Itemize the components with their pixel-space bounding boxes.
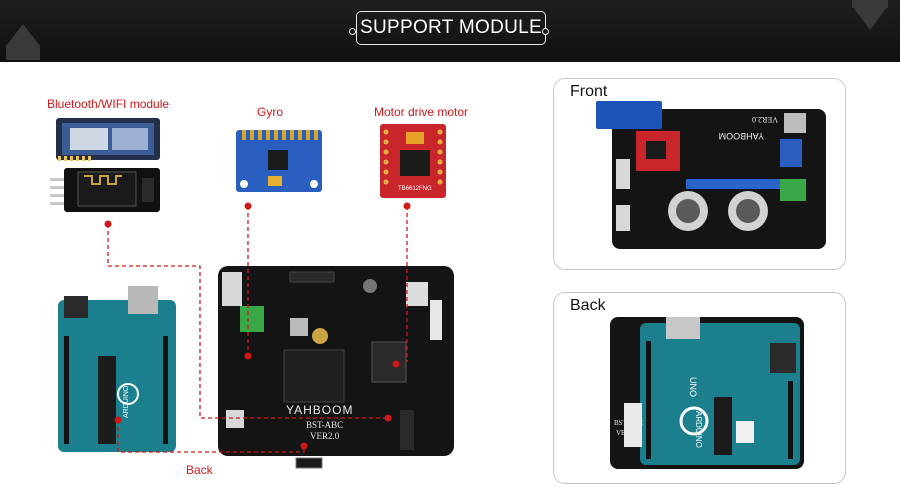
front-version-text: VER2.0	[752, 115, 778, 124]
front-board-image: YAHBOOM VER2.0	[596, 101, 826, 249]
title-ornament-left	[349, 28, 356, 35]
driver-chip-text: TB6612FNG	[398, 186, 432, 192]
back-model-text: BST-ABC	[614, 419, 643, 427]
gyro-module-image	[236, 130, 322, 192]
page-title-text: SUPPORT MODULE	[360, 17, 542, 38]
scroll-up-icon	[6, 24, 40, 46]
scroll-up-icon-base	[6, 46, 40, 60]
front-brand-text: YAHBOOM	[719, 131, 764, 141]
label-gyro: Gyro	[257, 105, 284, 119]
back-uno-text: UNO	[688, 377, 698, 397]
back-panel: Back UNO ARDUINO BST-ABC VER2.0	[553, 292, 846, 484]
connector-dots	[104, 202, 411, 450]
bluetooth-module-image	[56, 118, 160, 161]
back-version-text: VER2.0	[616, 429, 639, 437]
motor-driver-image: TB6612FNG	[380, 124, 446, 198]
label-motor-drive: Motor drive motor	[374, 105, 469, 119]
back-arduino-text: ARDUINO	[694, 411, 703, 448]
board-brand-text: YAHBOOM	[286, 403, 353, 417]
back-panel-title: Back	[570, 297, 606, 314]
front-panel-title: Front	[570, 83, 608, 100]
header-bar: SUPPORT MODULE	[0, 0, 900, 62]
arduino-uno-image: ARDUINO	[58, 286, 176, 452]
label-bluetooth-wifi: Bluetooth/WIFI module	[47, 97, 170, 111]
title-ornament-right	[542, 28, 549, 35]
label-back: Back	[186, 463, 213, 477]
expansion-board-image: YAHBOOM BST-ABC VER2.0	[218, 266, 454, 469]
scroll-down-icon	[852, 6, 888, 30]
board-version-text: VER2.0	[310, 431, 340, 441]
back-board-image: UNO ARDUINO BST-ABC VER2.0	[610, 317, 804, 469]
scroll-down-icon-base	[852, 0, 888, 8]
front-panel: Front YAHBOOM VER2.0	[553, 78, 846, 270]
arduino-logo-text: ARDUINO	[123, 385, 130, 418]
board-model-text: BST-ABC	[306, 420, 343, 430]
wifi-module-image	[50, 168, 160, 212]
